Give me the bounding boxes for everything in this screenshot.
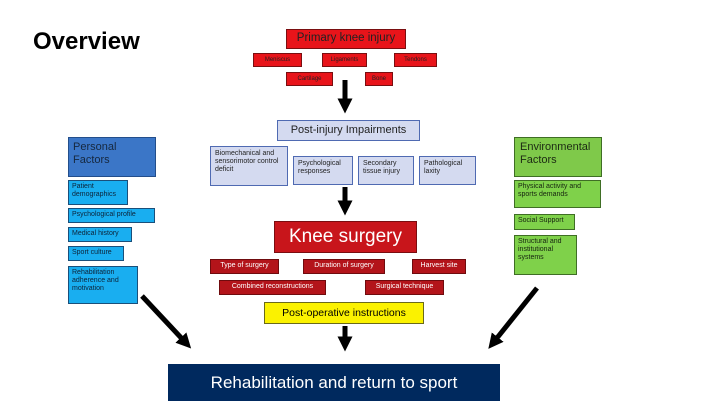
env-item-structural-systems: Structural and institutional systems xyxy=(514,235,577,275)
env-item-physical-activity: Physical activity and sports demands xyxy=(514,180,601,208)
surgery-item-combined: Combined reconstructions xyxy=(219,280,326,295)
post-injury-item-biomechanical: Biomechanical and sensorimotor control d… xyxy=(210,146,288,186)
personal-item-medical-history: Medical history xyxy=(68,227,132,242)
personal-item-demographics: Patient demographics xyxy=(68,180,128,205)
primary-item-ligaments: Ligaments xyxy=(322,53,367,67)
arrow-env-to-outcome xyxy=(488,286,539,349)
primary-item-meniscus: Meniscus xyxy=(253,53,302,67)
primary-item-bone: Bone xyxy=(365,72,393,86)
personal-factors-box: Personal Factors xyxy=(68,137,156,177)
knee-surgery-box: Knee surgery xyxy=(274,221,417,253)
primary-item-cartilage: Cartilage xyxy=(286,72,333,86)
environmental-factors-box: Environmental Factors xyxy=(514,137,602,177)
post-injury-impairments-box: Post-injury Impairments xyxy=(277,120,420,141)
post-injury-item-psychological: Psychological responses xyxy=(293,156,353,185)
env-item-social-support: Social Support xyxy=(514,214,575,230)
personal-item-sport-culture: Sport culture xyxy=(68,246,124,261)
post-operative-instructions-box: Post-operative instructions xyxy=(264,302,424,324)
primary-item-tendons: Tendons xyxy=(394,53,437,67)
personal-item-psych-profile: Psychological profile xyxy=(68,208,155,223)
primary-knee-injury-box: Primary knee injury xyxy=(286,29,406,49)
personal-item-rehab-adherence: Rehabilitation adherence and motivation xyxy=(68,266,138,304)
page-title: Overview xyxy=(33,28,140,55)
surgery-item-harvest-site: Harvest site xyxy=(412,259,466,274)
rehabilitation-return-box: Rehabilitation and return to sport xyxy=(168,364,500,401)
post-injury-item-secondary-tissue: Secondary tissue injury xyxy=(358,156,414,185)
surgery-item-type: Type of surgery xyxy=(210,259,279,274)
post-injury-item-laxity: Pathological laxity xyxy=(419,156,476,185)
surgery-item-technique: Surgical technique xyxy=(365,280,444,295)
surgery-item-duration: Duration of surgery xyxy=(303,259,385,274)
arrow-personal-to-outcome xyxy=(140,294,192,349)
